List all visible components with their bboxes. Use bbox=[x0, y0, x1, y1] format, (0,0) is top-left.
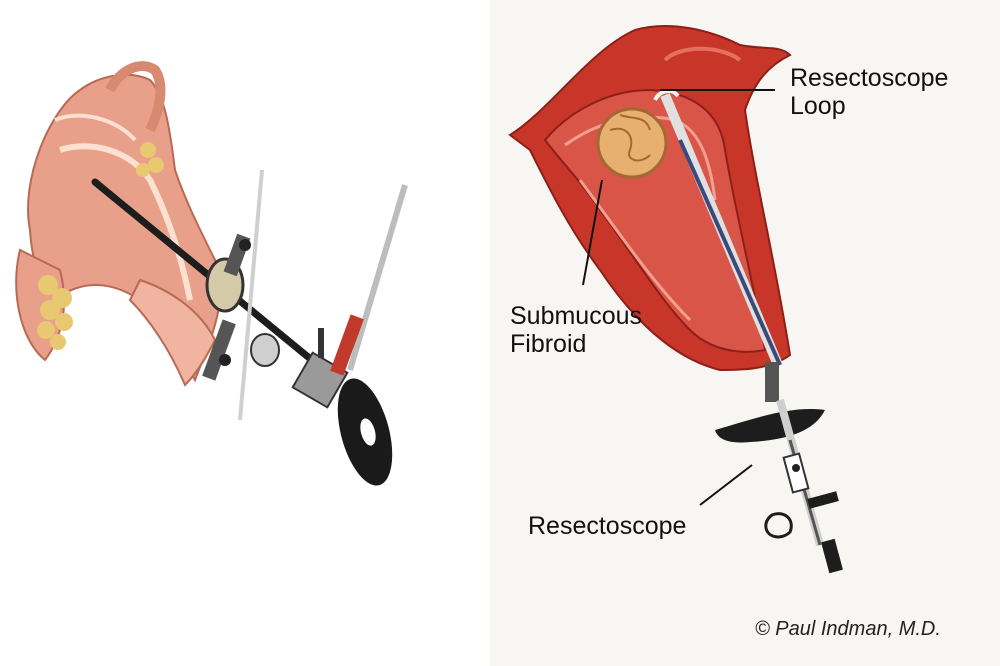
ovary-follicle bbox=[140, 142, 156, 158]
hysteroscope-illustration bbox=[15, 61, 408, 486]
finger-ring bbox=[764, 512, 793, 539]
resectoscope-leader-line bbox=[699, 464, 753, 506]
ovary-left bbox=[37, 275, 73, 350]
left-illustration-panel bbox=[0, 0, 490, 666]
light-cable bbox=[347, 184, 408, 371]
label-resectoscope-loop: Resectoscope Loop bbox=[790, 64, 949, 120]
resectoscope-loop bbox=[653, 89, 680, 102]
copyright-credit: © Paul Indman, M.D. bbox=[755, 618, 941, 640]
uterus-cross-section-left bbox=[15, 61, 222, 387]
right-illustration-panel: Resectoscope Loop Submucous Fibroid Rese… bbox=[490, 0, 1000, 666]
resectoscope-illustration bbox=[508, 24, 843, 574]
submucous-fibroid bbox=[596, 107, 668, 179]
label-resectoscope: Resectoscope bbox=[528, 512, 687, 540]
resectoscope-instrument bbox=[653, 89, 843, 574]
resectoscope-handle bbox=[715, 409, 825, 443]
fibroid-leader-line bbox=[582, 179, 603, 286]
hysteroscope-instrument bbox=[91, 169, 408, 486]
label-submucous-fibroid: Submucous Fibroid bbox=[510, 302, 643, 358]
